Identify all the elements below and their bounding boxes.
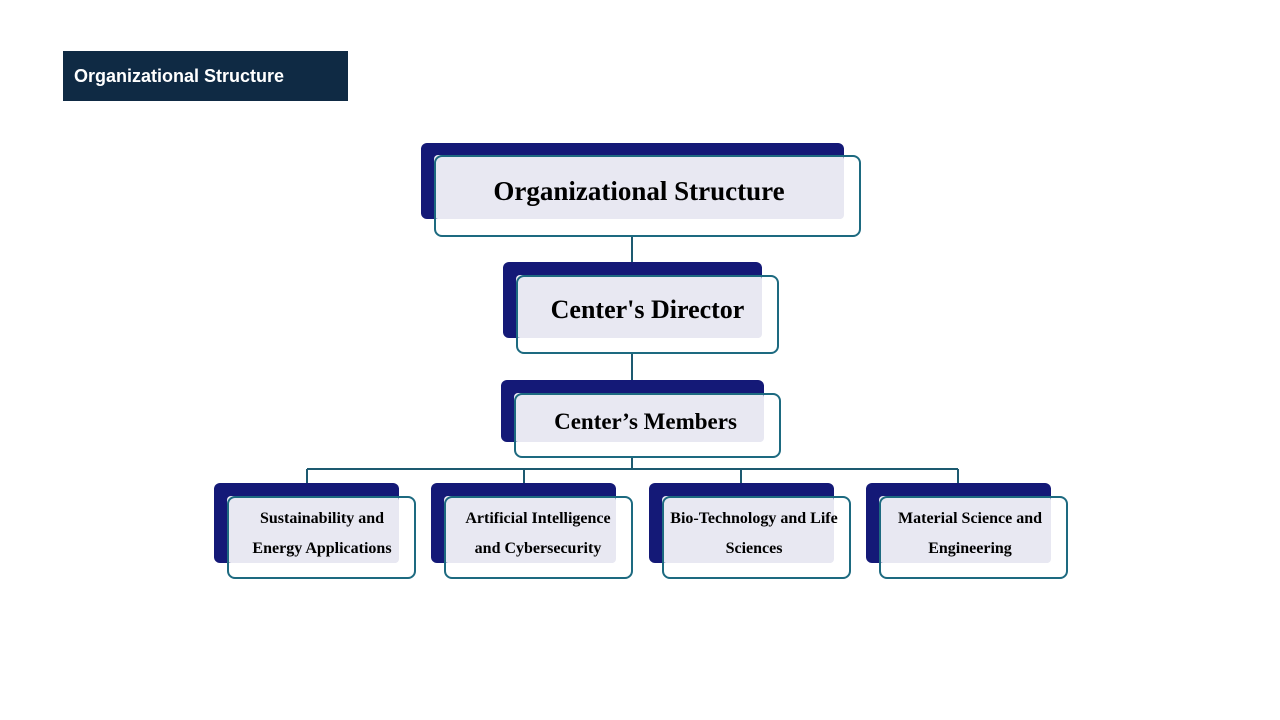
node-branch-3-fill <box>662 496 834 563</box>
node-members-frame <box>514 393 781 458</box>
node-branch-sustainability: Sustainability and Energy Applications <box>214 483 416 579</box>
node-branch-biotech: Bio-Technology and Life Sciences <box>649 483 851 579</box>
node-root: Organizational Structure <box>421 143 861 237</box>
node-branch-1-fill <box>227 496 399 563</box>
slide-title: Organizational Structure <box>74 65 285 86</box>
node-branch-2-fill <box>444 496 616 563</box>
node-branch-1-label: Sustainability and Energy Applications <box>252 510 392 557</box>
node-branch-3-label: Bio-Technology and Life Sciences <box>670 510 838 557</box>
node-branch-2-frame <box>444 496 633 579</box>
node-members: Center’s Members <box>501 380 781 458</box>
node-members-fill <box>514 393 764 442</box>
node-branch-3-frame <box>662 496 851 579</box>
node-branch-4-label: Material Science and Engineering <box>898 510 1042 557</box>
node-branch-4-frame <box>879 496 1068 579</box>
node-director-fill <box>516 275 762 338</box>
node-members-label: Center’s Members <box>554 408 737 434</box>
node-branch-1-frame <box>227 496 416 579</box>
node-director: Center's Director <box>503 262 779 354</box>
node-branch-2-label: Artificial Intelligence and Cybersecurit… <box>465 510 611 557</box>
node-root-frame <box>434 155 861 237</box>
node-branch-material-science: Material Science and Engineering <box>866 483 1068 579</box>
node-branch-ai-cybersecurity: Artificial Intelligence and Cybersecurit… <box>431 483 633 579</box>
node-director-label: Center's Director <box>550 295 745 324</box>
node-director-frame <box>516 275 779 354</box>
node-branch-4-fill <box>879 496 1051 563</box>
node-root-label: Organizational Structure <box>493 175 785 206</box>
node-root-fill <box>434 155 844 219</box>
slide-title-tag: Organizational Structure <box>63 51 348 101</box>
